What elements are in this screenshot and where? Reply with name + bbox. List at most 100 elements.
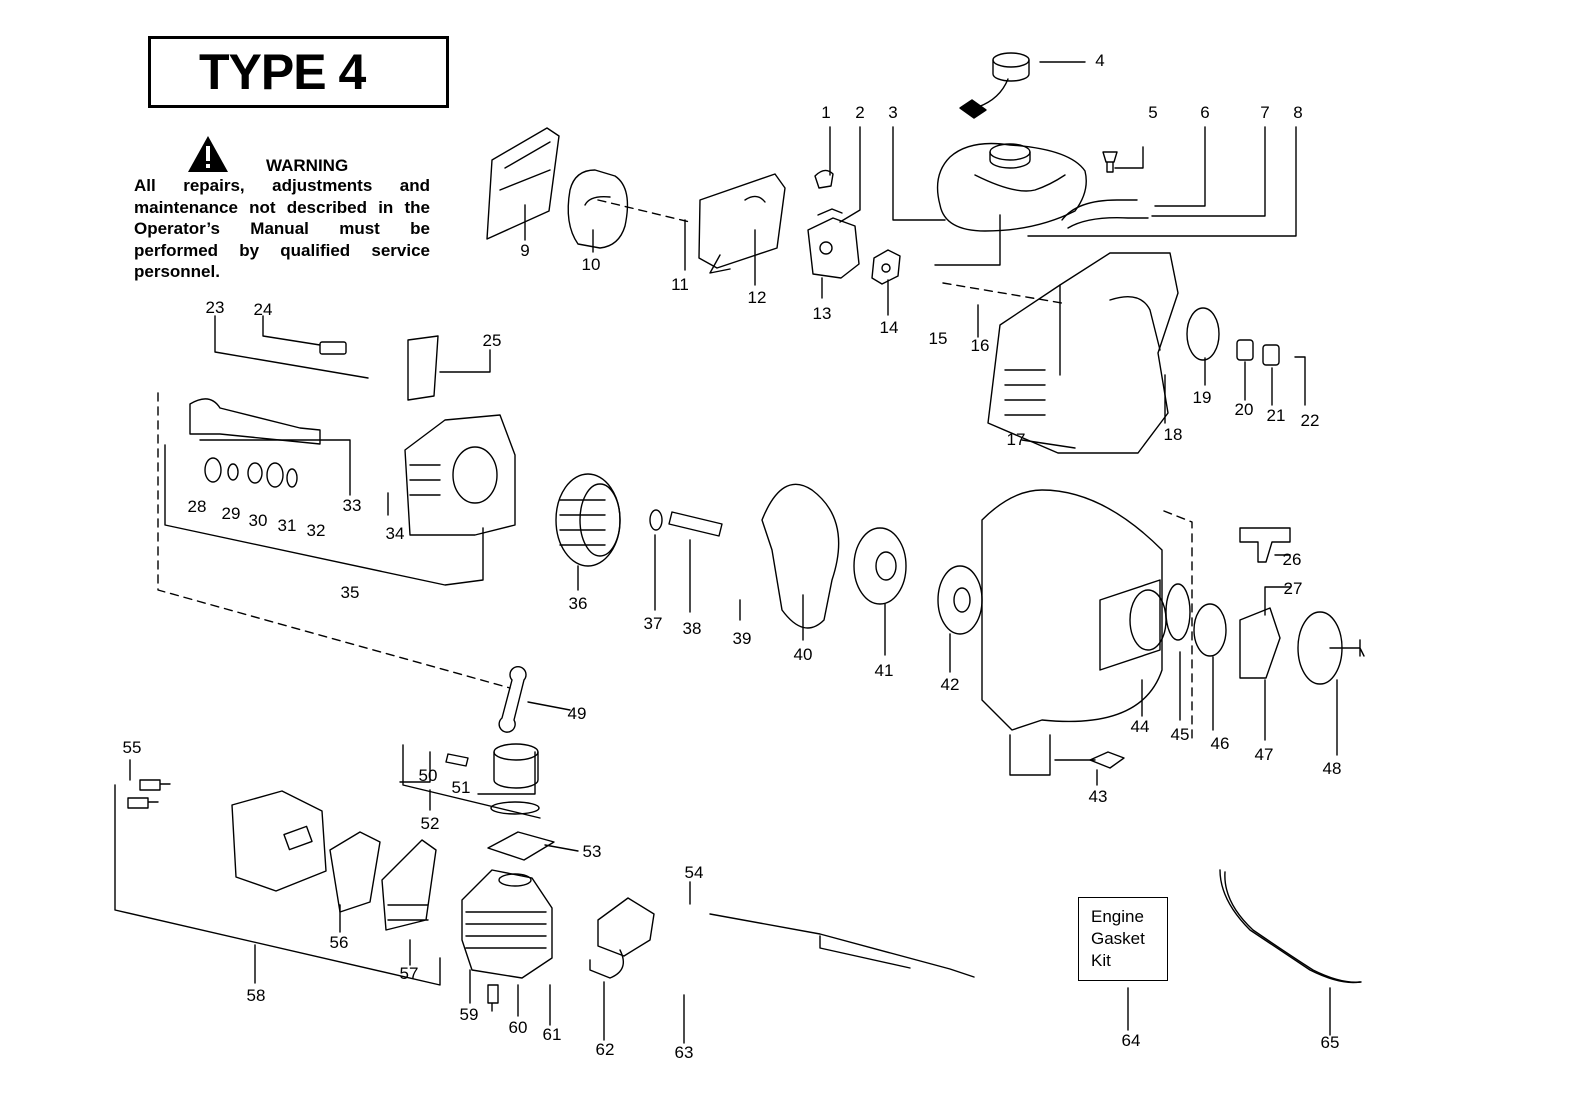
- callout-7: 7: [1260, 103, 1269, 122]
- callout-48: 48: [1323, 759, 1342, 778]
- fuel-line-part: [1061, 199, 1138, 221]
- callout-60: 60: [509, 1018, 528, 1037]
- callout-3: 3: [888, 103, 897, 122]
- connecting-rod-part: [498, 666, 527, 733]
- callout-25: 25: [483, 331, 502, 350]
- callout-5: 5: [1148, 103, 1157, 122]
- callout-43: 43: [1089, 787, 1108, 806]
- muffler-bolts-part: [127, 779, 171, 809]
- flywheel-part: [555, 473, 621, 567]
- callout-8: 8: [1293, 103, 1302, 122]
- callout-38: 38: [683, 619, 702, 638]
- callout-27: 27: [1284, 579, 1303, 598]
- callout-32: 32: [307, 521, 326, 540]
- heat-shield-part: [381, 839, 437, 931]
- callout-18: 18: [1164, 425, 1183, 444]
- ring-29-part: [227, 463, 239, 481]
- callout-35: 35: [341, 583, 360, 602]
- callout-40: 40: [794, 645, 813, 664]
- callout-61: 61: [543, 1025, 562, 1044]
- ignition-module-part: [589, 897, 655, 979]
- carburetor-part: [807, 208, 860, 279]
- cable-clip-part: [1089, 751, 1125, 769]
- callout-49: 49: [568, 704, 587, 723]
- tank-fitting-part: [1102, 151, 1118, 173]
- bearing-31-part: [266, 462, 284, 488]
- callout-19: 19: [1193, 388, 1212, 407]
- kit-line-3: Kit: [1091, 951, 1111, 970]
- primer-bulb-part: [814, 169, 834, 189]
- starter-spring-part: [937, 565, 983, 635]
- callout-55: 55: [123, 738, 142, 757]
- callout-59: 59: [460, 1005, 479, 1024]
- callout-31: 31: [278, 516, 297, 535]
- ring-32-part: [286, 468, 298, 488]
- piston-part: [493, 743, 539, 789]
- callout-44: 44: [1131, 717, 1150, 736]
- clutch-drum-part: [1297, 611, 1365, 685]
- type-title-box: TYPE 4: [148, 36, 449, 108]
- callout-39: 39: [733, 629, 752, 648]
- bearing-30-part: [247, 462, 263, 484]
- piston-pin-part: [445, 753, 469, 767]
- callout-20: 20: [1235, 400, 1254, 419]
- callout-2: 2: [855, 103, 864, 122]
- callout-64: 64: [1122, 1031, 1141, 1050]
- pulley-part: [853, 527, 907, 605]
- carburetor-gasket-part: [871, 249, 901, 285]
- callout-1: 1: [821, 103, 830, 122]
- warning-triangle-icon: [188, 136, 228, 172]
- callout-53: 53: [583, 842, 602, 861]
- callout-36: 36: [569, 594, 588, 613]
- fuel-cap-part: [959, 52, 1030, 119]
- callout-14: 14: [880, 318, 899, 337]
- throttle-cable-part: [709, 913, 975, 978]
- seal-28-part: [204, 457, 222, 483]
- starter-disc-part: [1193, 603, 1227, 657]
- callout-23: 23: [206, 298, 225, 317]
- spark-plug-part: [487, 984, 499, 1012]
- engine-gasket-kit-box: Engine Gasket Kit: [1078, 897, 1168, 981]
- callout-17: 17: [1007, 430, 1026, 449]
- callout-57: 57: [400, 964, 419, 983]
- fuel-tank-part: [936, 142, 1087, 232]
- callout-22: 22: [1301, 411, 1320, 430]
- engine-housing-part: [987, 252, 1179, 454]
- crankcase-part: [404, 414, 516, 536]
- callout-63: 63: [675, 1043, 694, 1062]
- main-housing-part: [981, 489, 1167, 776]
- piston-ring-part: [490, 801, 540, 815]
- warning-text: All repairs, adjustments and maintenance…: [134, 176, 430, 281]
- cylinder-gasket-part: [487, 831, 555, 861]
- callout-16: 16: [971, 336, 990, 355]
- callout-42: 42: [941, 675, 960, 694]
- drive-shaft-part: [668, 511, 723, 537]
- muffler-part: [231, 790, 327, 892]
- callout-58: 58: [247, 986, 266, 1005]
- starter-handle-part: [1239, 527, 1291, 563]
- starter-pulley-part: [1165, 583, 1191, 641]
- muffler-gasket-part: [329, 831, 381, 913]
- callout-52: 52: [421, 814, 440, 833]
- air-filter-cover-part: [486, 127, 560, 240]
- callout-41: 41: [875, 661, 894, 680]
- callout-13: 13: [813, 304, 832, 323]
- callout-45: 45: [1171, 725, 1190, 744]
- clip-part: [319, 341, 347, 355]
- pad-21-part: [1262, 344, 1280, 366]
- callout-29: 29: [222, 504, 241, 523]
- callout-54: 54: [685, 863, 704, 882]
- ignition-wire-part: [1219, 869, 1361, 984]
- pawl-assembly-part: [1239, 607, 1281, 679]
- warning-heading: WARNING: [266, 156, 349, 175]
- callout-21: 21: [1267, 406, 1286, 425]
- air-filter-element-part: [567, 169, 629, 249]
- callout-24: 24: [254, 300, 273, 319]
- type-title: TYPE 4: [199, 44, 366, 100]
- callout-50: 50: [419, 766, 438, 785]
- callout-11: 11: [671, 275, 689, 294]
- callout-46: 46: [1211, 734, 1230, 753]
